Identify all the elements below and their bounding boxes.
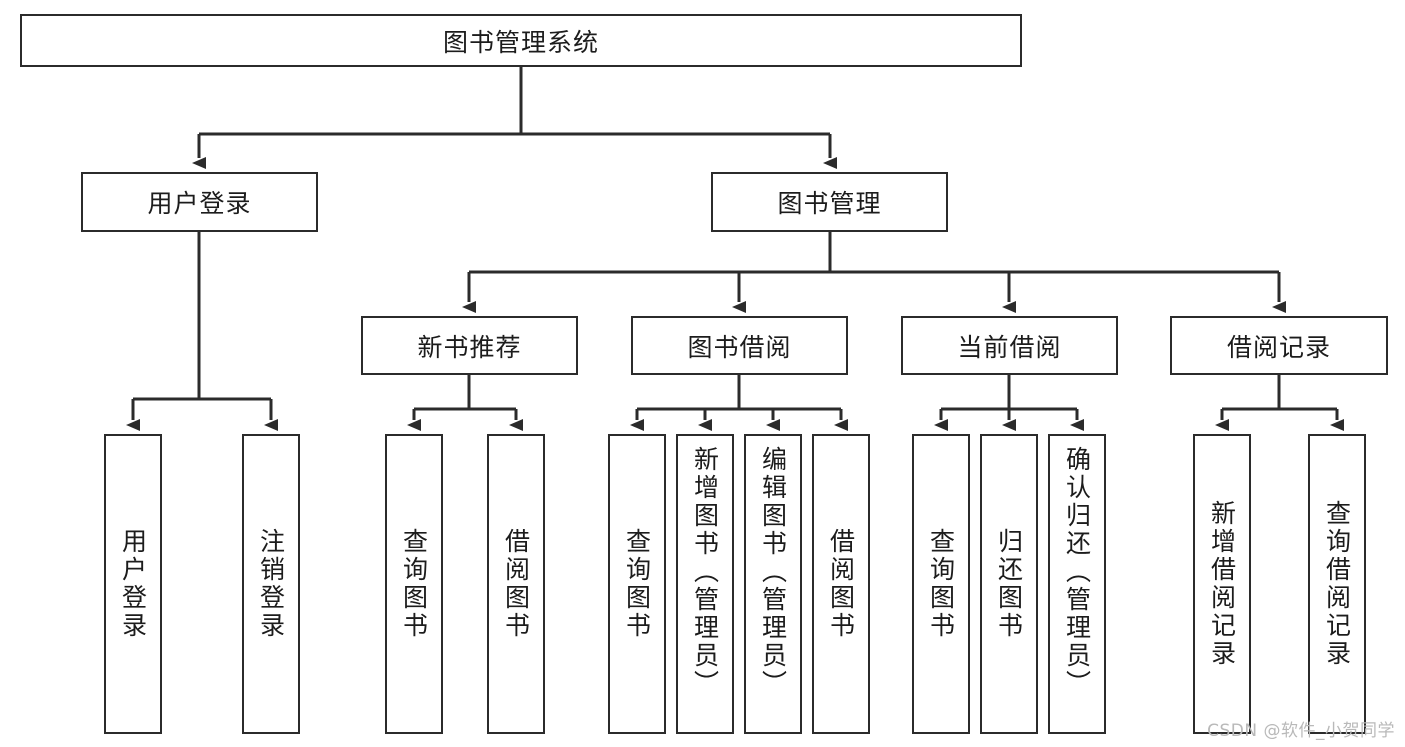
leaf-user-login[interactable]: 用户登录 xyxy=(104,434,162,734)
leaf-query-book-3-label: 查询图书 xyxy=(926,528,956,640)
leaf-confirm-return[interactable]: 确认归还（管理员） xyxy=(1048,434,1106,734)
node-current-borrow[interactable]: 当前借阅 xyxy=(901,316,1118,375)
node-borrow-record[interactable]: 借阅记录 xyxy=(1170,316,1388,375)
leaf-add-book[interactable]: 新增图书（管理员） xyxy=(676,434,734,734)
leaf-add-record[interactable]: 新增借阅记录 xyxy=(1193,434,1251,734)
node-user-login-label: 用户登录 xyxy=(147,189,252,218)
node-new-book-rec-label: 新书推荐 xyxy=(417,332,522,362)
csdn-watermark: CSDN @软件_小贺同学 xyxy=(1207,721,1395,741)
leaf-query-book-1-label: 查询图书 xyxy=(399,528,429,640)
leaf-query-book-2[interactable]: 查询图书 xyxy=(608,434,666,734)
leaf-return-book-label: 归还图书 xyxy=(994,528,1024,640)
node-root-label: 图书管理系统 xyxy=(442,27,599,57)
leaf-query-record[interactable]: 查询借阅记录 xyxy=(1308,434,1366,734)
leaf-borrow-book-1[interactable]: 借阅图书 xyxy=(487,434,545,734)
leaf-query-book-2-label: 查询图书 xyxy=(622,528,652,640)
node-root[interactable]: 图书管理系统 xyxy=(20,14,1022,67)
leaf-user-logout[interactable]: 注销登录 xyxy=(242,434,300,734)
leaf-edit-book-label: 编辑图书（管理员） xyxy=(758,446,788,698)
leaf-borrow-book-2[interactable]: 借阅图书 xyxy=(812,434,870,734)
leaf-query-record-label: 查询借阅记录 xyxy=(1322,500,1352,668)
leaf-add-book-label: 新增图书（管理员） xyxy=(690,446,720,698)
leaf-query-book-1[interactable]: 查询图书 xyxy=(385,434,443,734)
leaf-borrow-book-1-label: 借阅图书 xyxy=(501,528,531,640)
node-borrow-record-label: 借阅记录 xyxy=(1226,332,1331,362)
leaf-confirm-return-label: 确认归还（管理员） xyxy=(1062,446,1092,698)
node-book-borrow-label: 图书借阅 xyxy=(687,332,792,362)
node-current-borrow-label: 当前借阅 xyxy=(957,332,1062,362)
leaf-user-logout-label: 注销登录 xyxy=(256,528,286,640)
node-user-login[interactable]: 用户登录 xyxy=(81,172,318,232)
node-book-borrow[interactable]: 图书借阅 xyxy=(631,316,848,375)
node-new-book-rec[interactable]: 新书推荐 xyxy=(361,316,578,375)
leaf-user-login-label: 用户登录 xyxy=(118,528,148,640)
leaf-return-book[interactable]: 归还图书 xyxy=(980,434,1038,734)
leaf-query-book-3[interactable]: 查询图书 xyxy=(912,434,970,734)
leaf-add-record-label: 新增借阅记录 xyxy=(1207,500,1237,668)
leaf-borrow-book-2-label: 借阅图书 xyxy=(826,528,856,640)
node-book-manage-label: 图书管理 xyxy=(777,189,882,218)
node-book-manage[interactable]: 图书管理 xyxy=(711,172,948,232)
leaf-edit-book[interactable]: 编辑图书（管理员） xyxy=(744,434,802,734)
